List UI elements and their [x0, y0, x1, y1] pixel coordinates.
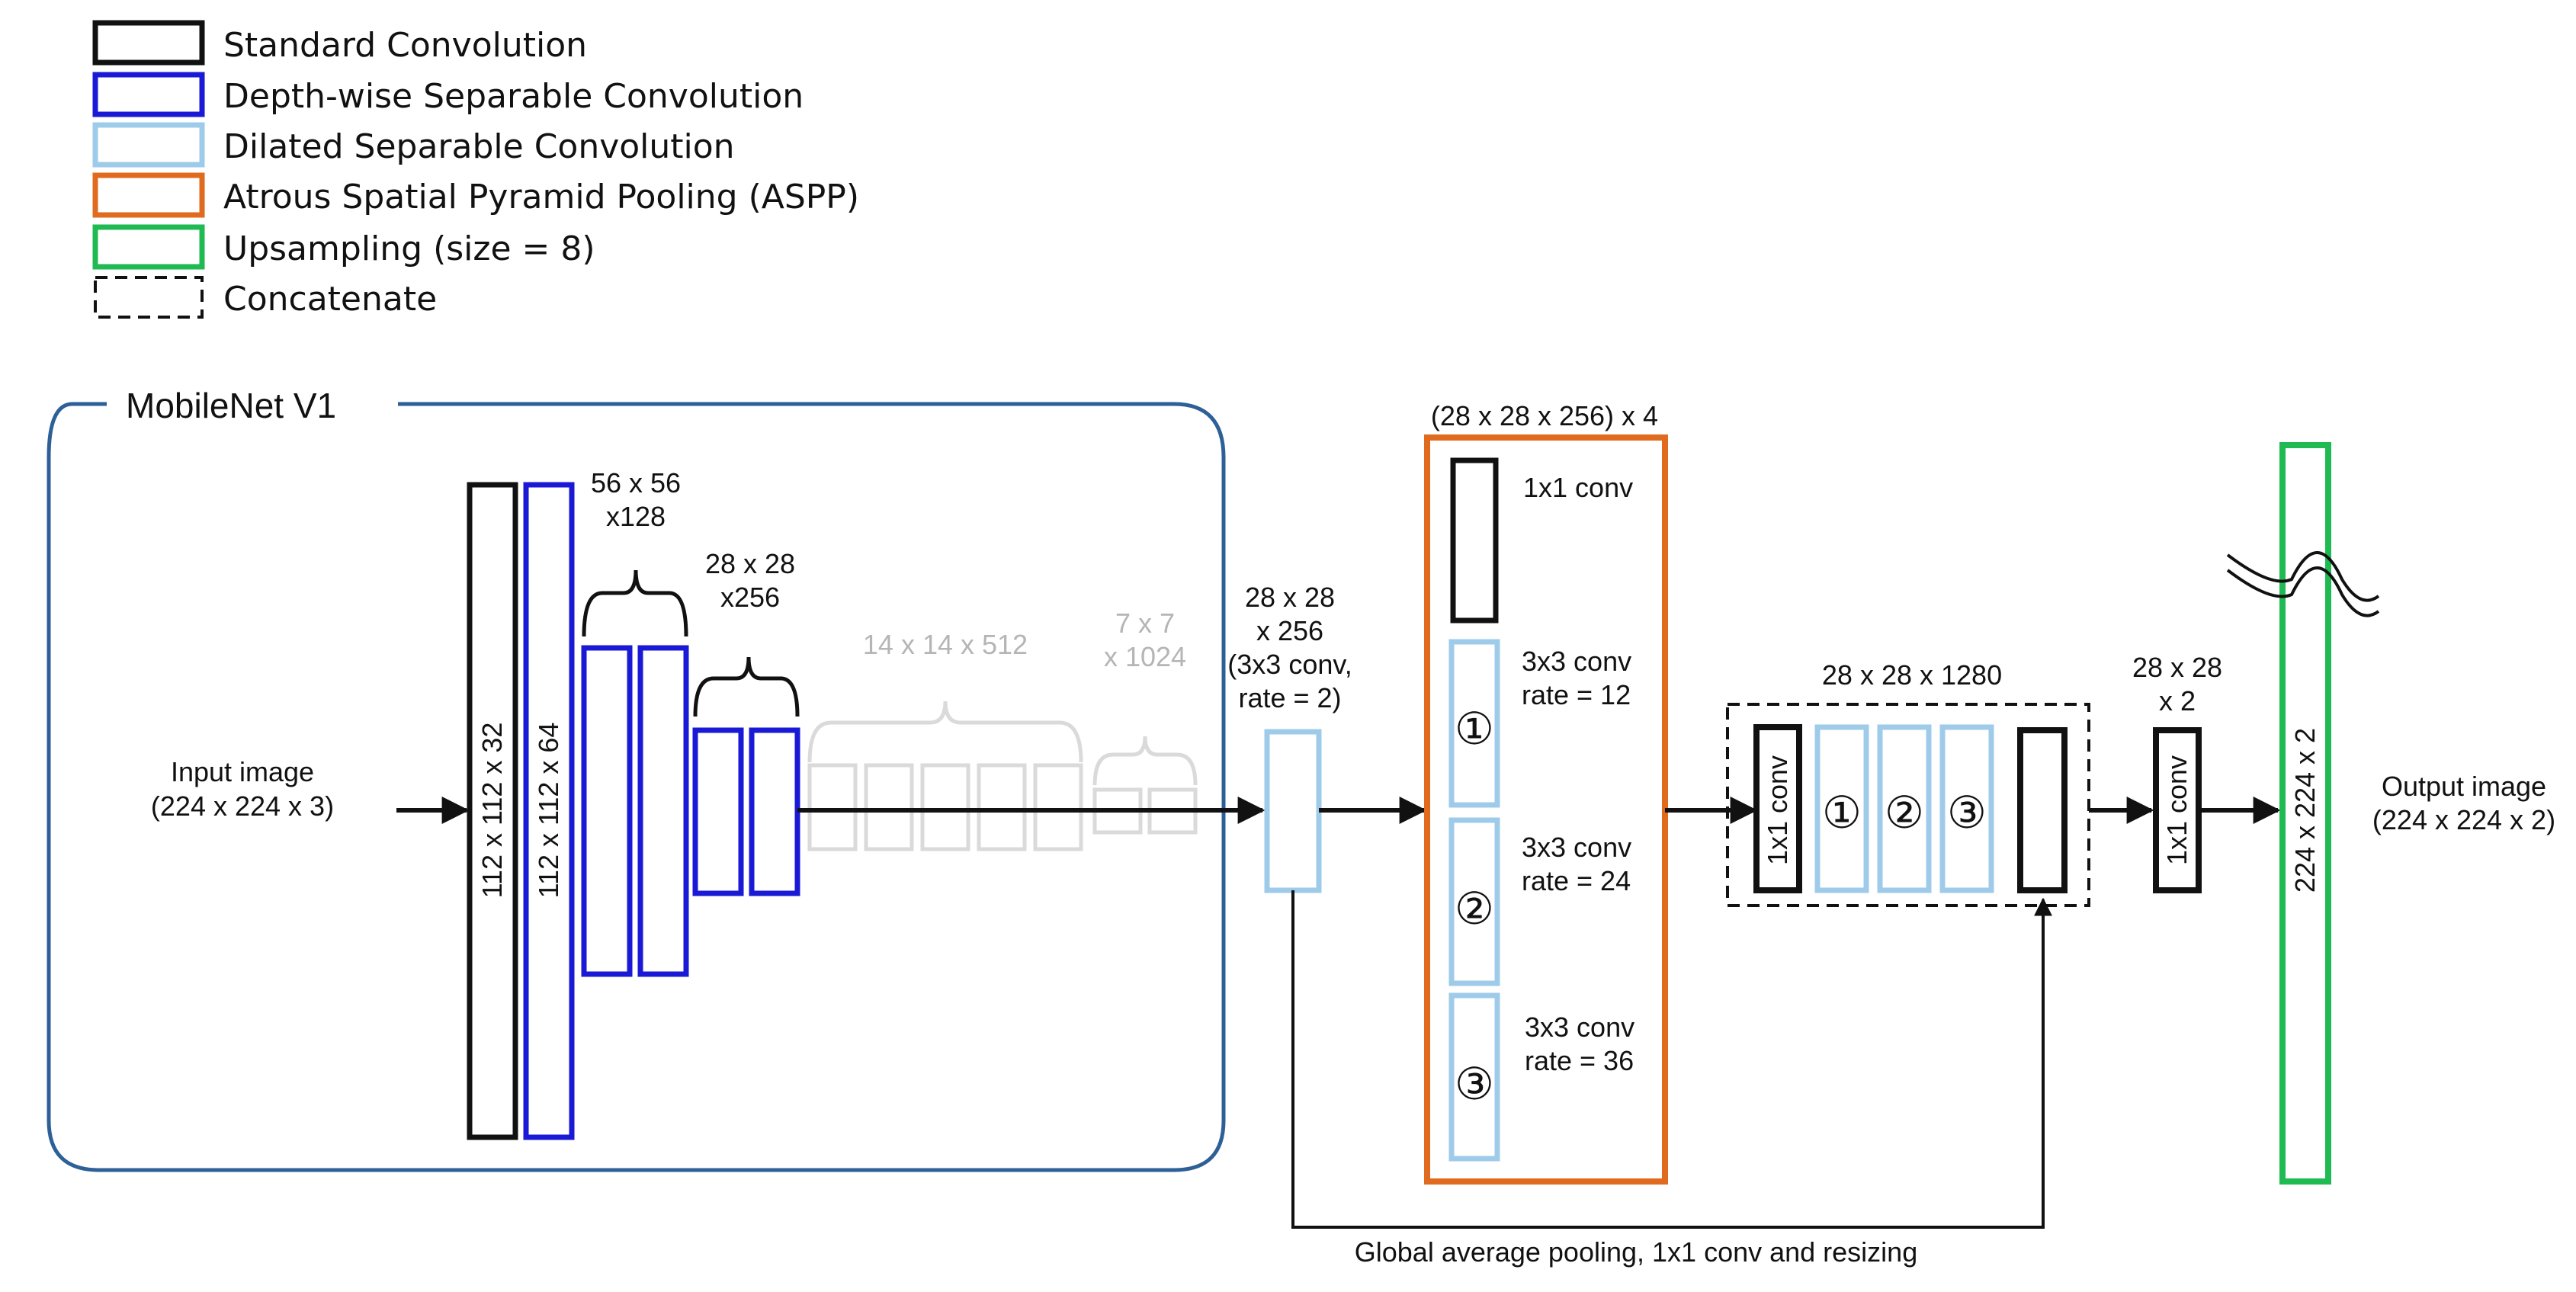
legend-item-aspp: Atrous Spatial Pyramid Pooling (ASPP) [92, 172, 859, 218]
brace-14 [807, 701, 1083, 763]
legend-swatch [94, 276, 204, 319]
legend-label: Standard Convolution [223, 26, 587, 65]
pooling-label: Global average pooling, 1x1 conv and res… [1355, 1236, 1917, 1268]
mobilenet-frame [47, 402, 1226, 1172]
aspp-branch-label-line1: 3x3 conv [1525, 1011, 1634, 1043]
brace-56 [582, 569, 688, 637]
group-28-label-line1: 28 x 28 [705, 548, 795, 579]
axis-break-line-upper [2226, 551, 2380, 602]
concat-branch-block [1814, 724, 1869, 893]
concat-pooling-block [2017, 727, 2068, 893]
legend-label: Depth-wise Separable Convolution [223, 77, 804, 116]
legend-swatch [92, 20, 205, 66]
group-7-label-line1: 7 x 7 [1115, 608, 1175, 639]
concat-branch-block [1939, 724, 1994, 893]
mobilenet-panel: MobileNet V1 [47, 386, 1226, 1172]
final-conv-title-line2: x 2 [2159, 685, 2196, 717]
faded-block [807, 763, 858, 851]
aspp-1x1-conv-block [1450, 457, 1499, 624]
depthwise-conv-block-256a [692, 727, 744, 896]
aspp-branch-1x1: 1x1 conv [1450, 457, 1633, 624]
faded-block [1033, 763, 1083, 851]
aspp-branch-marker: ③ [1455, 1058, 1494, 1110]
aspp-dilated-block [1448, 992, 1500, 1162]
depthwise-conv-block-64 [523, 482, 575, 1140]
pooling-path [1291, 890, 2052, 1229]
upsampling-label: 224 x 224 x 2 [2289, 728, 2321, 893]
dilated-label-line4: rate = 2) [1238, 682, 1341, 713]
group-56-label-line1: 56 x 56 [591, 467, 681, 499]
concat-1x1-conv-block [1753, 724, 1802, 893]
input-label-line1: Input image [171, 756, 314, 787]
legend-swatch [92, 122, 205, 168]
aspp-branch-label-line1: 3x3 conv [1522, 646, 1631, 677]
faded-block [977, 763, 1027, 851]
legend-item-dilated-conv: Dilated Separable Convolution [92, 122, 735, 168]
brace-7 [1092, 736, 1198, 786]
legend-label: Concatenate [223, 280, 437, 319]
brace-28 [693, 656, 800, 717]
aspp-branch-label: 1x1 conv [1523, 472, 1633, 503]
legend-swatch [92, 224, 205, 270]
dilated-label-line1: 28 x 28 [1245, 582, 1335, 613]
concat-branch-marker: ① [1822, 787, 1862, 838]
output-label-line2: (224 x 224 x 2) [2372, 804, 2555, 835]
final-1x1-conv-label: 1x1 conv [2161, 755, 2193, 865]
output-label-line1: Output image [2382, 771, 2546, 802]
aspp-branch-label-line2: rate = 12 [1522, 679, 1631, 710]
standard-conv-block [467, 482, 518, 1140]
aspp-branch-label-line1: 3x3 conv [1522, 832, 1631, 863]
legend-label: Atrous Spatial Pyramid Pooling (ASPP) [223, 178, 859, 216]
group-7-label-line2: x 1024 [1104, 641, 1186, 672]
group-28-label-line2: x256 [720, 582, 780, 613]
standard-conv-label: 112 x 112 x 32 [476, 723, 508, 899]
aspp-branch-rate-24: ② 3x3 conv rate = 24 [1448, 817, 1631, 986]
legend-swatch [92, 172, 205, 218]
faded-block [920, 763, 970, 851]
dilated-conv-block [1264, 729, 1322, 893]
legend-item-depthwise-conv: Depth-wise Separable Convolution [92, 72, 804, 117]
dilated-label-line2: x 256 [1256, 615, 1323, 646]
aspp-title: (28 x 28 x 256) x 4 [1431, 400, 1658, 431]
depthwise-conv-block-128a [581, 645, 633, 977]
legend-label: Dilated Separable Convolution [223, 127, 735, 166]
aspp-branch-marker: ① [1455, 703, 1494, 755]
aspp-branch-label-line2: rate = 24 [1522, 865, 1631, 896]
aspp-branch-rate-36: ③ 3x3 conv rate = 36 [1448, 992, 1634, 1162]
depthwise-conv-label-64: 112 x 112 x 64 [533, 723, 564, 899]
depthwise-conv-block-256b [749, 727, 800, 896]
aspp-branch-marker: ② [1455, 883, 1494, 935]
concat-branch-block [1877, 724, 1932, 893]
group-14-label: 14 x 14 x 512 [863, 629, 1028, 660]
dilated-label-line3: (3x3 conv, [1227, 649, 1352, 680]
input-image-label: Input image (224 x 224 x 3) [151, 756, 334, 822]
concat-branch-marker: ② [1885, 787, 1924, 838]
aspp-branch-label-line2: rate = 36 [1525, 1045, 1634, 1076]
legend-label: Upsampling (size = 8) [223, 229, 595, 268]
concat-title: 28 x 28 x 1280 [1822, 659, 2002, 691]
depthwise-conv-block-128b [637, 645, 689, 977]
concat-branch-marker: ③ [1947, 787, 1987, 838]
faded-block [864, 763, 914, 851]
legend-swatch [92, 72, 205, 117]
input-label-line2: (224 x 224 x 3) [151, 790, 334, 822]
legend: Standard Convolution Depth-wise Separabl… [92, 20, 859, 319]
aspp-dilated-block [1448, 639, 1500, 808]
axis-break-line-lower [2226, 566, 2380, 617]
aspp-branch-rate-12: ① 3x3 conv rate = 12 [1448, 639, 1631, 808]
final-conv-title-line1: 28 x 28 [2132, 652, 2222, 683]
concat-frame [1726, 703, 2090, 907]
legend-item-standard-conv: Standard Convolution [92, 20, 587, 66]
mobilenet-title: MobileNet V1 [126, 386, 336, 425]
legend-item-concatenate: Concatenate [94, 276, 437, 319]
upsampling-block [2279, 442, 2331, 1185]
faded-group-7 [1092, 736, 1198, 835]
faded-group-14 [807, 701, 1083, 851]
aspp-dilated-block [1448, 817, 1500, 986]
group-56-label-line2: x128 [606, 501, 666, 532]
concat-1x1-conv-label: 1x1 conv [1762, 755, 1793, 865]
legend-item-upsampling: Upsampling (size = 8) [92, 224, 595, 270]
